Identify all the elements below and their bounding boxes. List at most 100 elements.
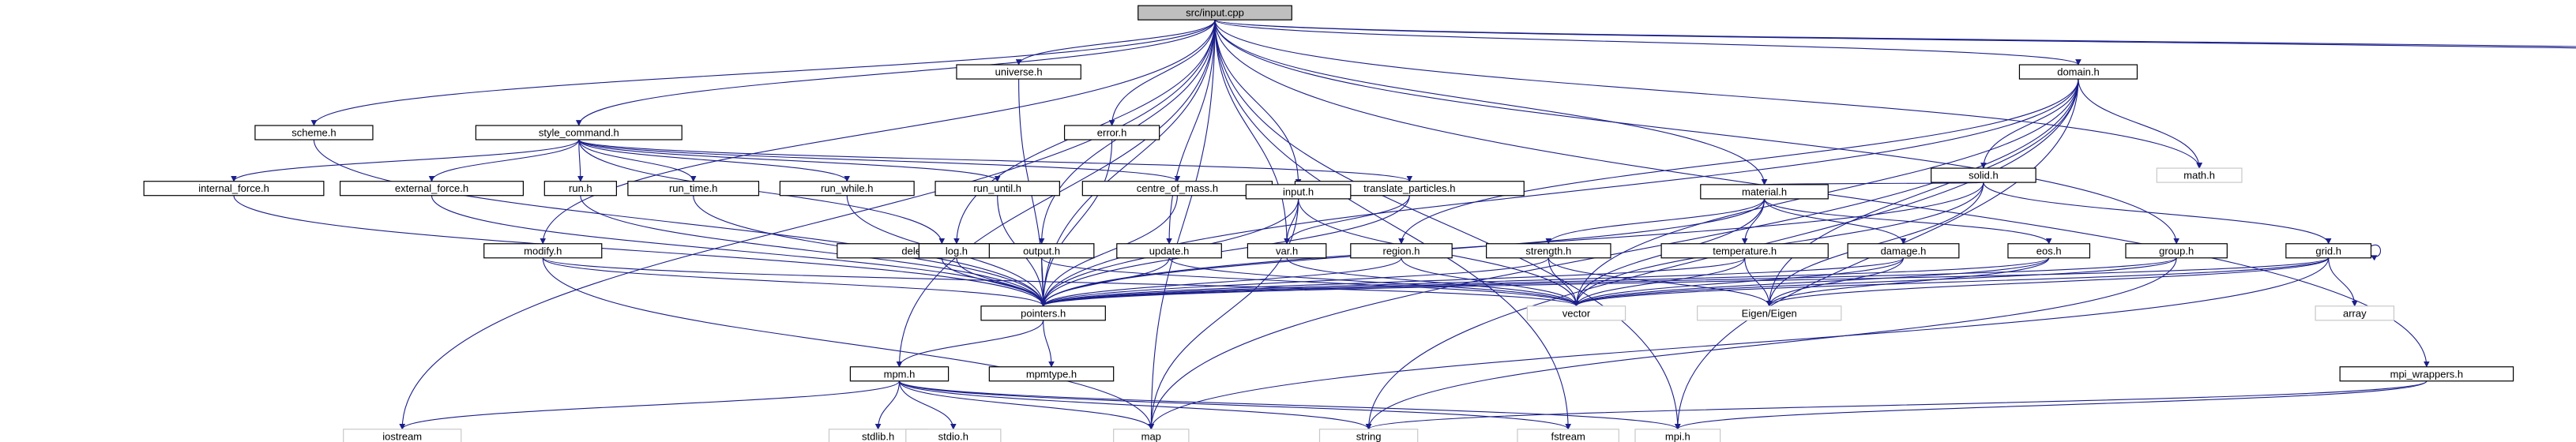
node-string: string xyxy=(1318,429,1419,442)
node-box xyxy=(339,181,524,197)
node-label: vector xyxy=(1563,307,1591,319)
edge-domain-h-to-region-h xyxy=(1398,79,2079,245)
node-label: run_time.h xyxy=(669,182,717,194)
edge-material-h-to-temperature-h xyxy=(1741,198,1766,245)
node-error-h[interactable]: error.h xyxy=(1063,125,1160,140)
edge-style-command-h-to-delete-particles-h xyxy=(578,139,946,245)
edge-var-h-to-vector xyxy=(1286,257,1580,307)
edge-style-command-h-to-run-until-h xyxy=(578,139,1001,182)
edge-grid-h-to-map xyxy=(1148,257,2330,430)
node-modify-h[interactable]: modify.h xyxy=(483,243,603,259)
edge-damage-h-to-eigen xyxy=(1766,257,1905,307)
node-label: pointers.h xyxy=(1021,307,1066,319)
node-var-h[interactable]: var.h xyxy=(1247,243,1327,259)
edge-input-cpp-to-style-command-h xyxy=(576,20,1216,126)
edge-input-cpp-to-stack xyxy=(1214,19,2576,49)
edge-layer xyxy=(231,19,2576,430)
edge-translate-particles-h-to-var-h xyxy=(1284,195,1410,245)
node-box xyxy=(935,181,1060,197)
edge-material-h-to-eos-h xyxy=(1763,198,2052,245)
edge-external-force-h-to-pointers-h xyxy=(431,195,1047,307)
node-box xyxy=(627,181,760,197)
node-style-command-h[interactable]: style_command.h xyxy=(475,125,683,140)
edge-domain-h-to-math-h xyxy=(2078,79,2202,169)
edge-pointers-h-to-mpm-h xyxy=(896,320,1044,368)
edge-input-cpp-to-pointers-h xyxy=(1040,20,1216,307)
edge-mpm-h-to-stdlib-h xyxy=(874,380,901,430)
node-label: grid.h xyxy=(2315,245,2341,257)
node-label: run_until.h xyxy=(973,182,1021,194)
edge-style-command-h-to-internal-force-h xyxy=(231,139,580,182)
edge-group-h-to-vector xyxy=(1573,257,2177,307)
node-label: scheme.h xyxy=(291,127,336,139)
node-box xyxy=(343,429,462,442)
node-pointers-h[interactable]: pointers.h xyxy=(980,305,1106,321)
node-label: string xyxy=(1356,430,1382,442)
node-fstream: fstream xyxy=(1517,429,1619,442)
node-label: input.h xyxy=(1283,185,1314,197)
node-input-cpp[interactable]: src/input.cpp xyxy=(1138,5,1292,21)
node-eos-h[interactable]: eos.h xyxy=(2007,243,2091,259)
node-temperature-h[interactable]: temperature.h xyxy=(1660,243,1829,259)
node-output-h[interactable]: output.h xyxy=(988,243,1095,259)
node-box xyxy=(779,181,915,197)
edge-grid-h-to-grid-h xyxy=(2370,244,2382,261)
node-run-h[interactable]: run.h xyxy=(543,181,617,197)
node-strength-h[interactable]: strength.h xyxy=(1486,243,1611,259)
edge-mpm-h-to-map xyxy=(898,380,1155,430)
node-translate-particles-h[interactable]: translate_particles.h xyxy=(1294,181,1525,197)
node-run-time-h[interactable]: run_time.h xyxy=(627,181,760,197)
node-label: external_force.h xyxy=(395,182,468,194)
edge-group-h-to-string xyxy=(1365,257,2177,430)
node-mpm-h[interactable]: mpm.h xyxy=(849,366,950,382)
node-mpmtype-h[interactable]: mpmtype.h xyxy=(988,366,1115,382)
node-damage-h[interactable]: damage.h xyxy=(1847,243,1960,259)
node-stdlib-h: stdlib.h xyxy=(828,429,928,442)
node-label: group.h xyxy=(2159,245,2194,257)
node-mpi-wrappers-h[interactable]: mpi_wrappers.h xyxy=(2339,366,2514,382)
edge-temperature-h-to-pointers-h xyxy=(1040,257,1746,307)
node-log-h[interactable]: log.h xyxy=(918,243,995,259)
node-run-while-h[interactable]: run_while.h xyxy=(779,181,915,197)
node-domain-h[interactable]: domain.h xyxy=(2018,64,2138,80)
edge-style-command-h-to-run-while-h xyxy=(578,139,851,182)
node-group-h[interactable]: group.h xyxy=(2125,243,2228,259)
node-region-h[interactable]: region.h xyxy=(1350,243,1453,259)
edge-input-cpp-to-math-h xyxy=(1214,20,2202,169)
node-box xyxy=(1697,305,1842,321)
node-grid-h[interactable]: grid.h xyxy=(2285,243,2372,259)
edge-damage-h-to-vector xyxy=(1573,257,1905,307)
edge-damage-h-to-pointers-h xyxy=(1040,257,1905,307)
edge-modify-h-to-vector xyxy=(542,257,1580,307)
node-box xyxy=(1138,5,1292,21)
node-box xyxy=(2315,305,2395,321)
edge-grid-h-to-vector xyxy=(1573,257,2330,307)
node-label: array xyxy=(2343,307,2367,319)
node-external-force-h[interactable]: external_force.h xyxy=(339,181,524,197)
node-scheme-h[interactable]: scheme.h xyxy=(254,125,374,140)
node-map: map xyxy=(1113,429,1190,442)
node-box xyxy=(1517,429,1619,442)
node-label: error.h xyxy=(1097,127,1127,139)
edge-region-h-to-vector xyxy=(1401,257,1580,307)
node-update-h[interactable]: update.h xyxy=(1116,243,1222,259)
node-box xyxy=(956,64,1081,80)
node-label: mpi_wrappers.h xyxy=(2390,368,2464,380)
node-material-h[interactable]: material.h xyxy=(1700,184,1829,200)
edge-internal-force-h-to-pointers-h xyxy=(233,195,1047,307)
edge-mpm-h-to-fstream xyxy=(898,380,1571,430)
node-box xyxy=(483,243,603,259)
edge-modify-h-to-map xyxy=(542,257,1155,430)
node-solid-h[interactable]: solid.h xyxy=(1931,167,2036,183)
node-box xyxy=(1660,243,1829,259)
node-input-h[interactable]: input.h xyxy=(1245,184,1352,200)
node-centre-of-mass-h[interactable]: centre_of_mass.h xyxy=(1081,181,1273,197)
node-universe-h[interactable]: universe.h xyxy=(956,64,1081,80)
node-run-until-h[interactable]: run_until.h xyxy=(935,181,1060,197)
node-box xyxy=(1350,243,1453,259)
node-label: eos.h xyxy=(2036,245,2062,257)
edge-delete-particles-h-to-pointers-h xyxy=(941,257,1047,307)
edge-temperature-h-to-eigen xyxy=(1744,257,1773,307)
node-internal-force-h[interactable]: internal_force.h xyxy=(143,181,325,197)
